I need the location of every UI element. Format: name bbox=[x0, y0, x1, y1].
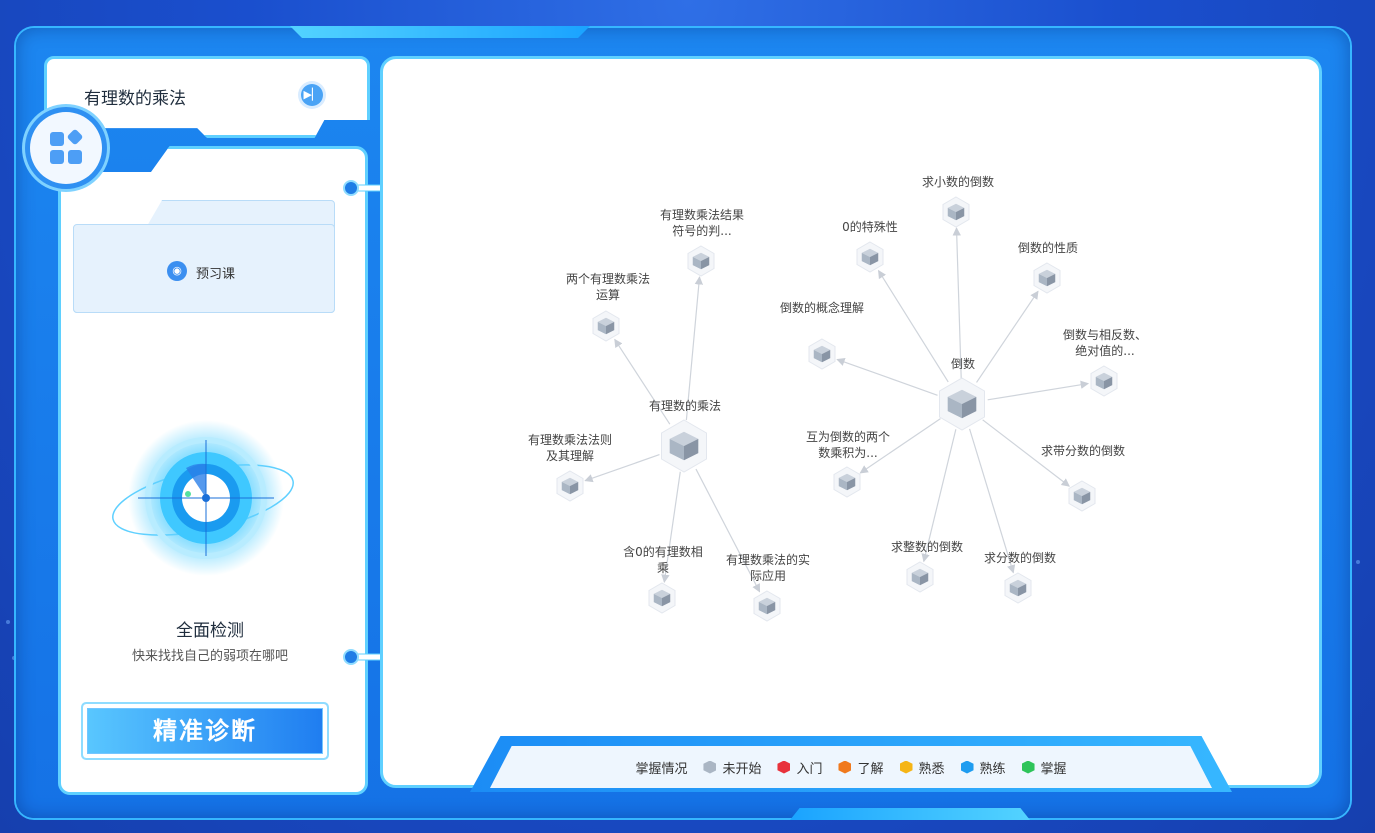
hub-node[interactable] bbox=[939, 377, 985, 431]
knowledge-node[interactable] bbox=[906, 561, 934, 593]
node-label[interactable]: 有理数乘法法则及其理解 bbox=[528, 433, 613, 463]
graph-edge bbox=[877, 269, 949, 383]
node-label[interactable]: 倒数的概念理解 bbox=[780, 301, 865, 315]
frame-top-notch bbox=[290, 26, 590, 38]
legend-item-not-started: 未开始 bbox=[703, 758, 761, 777]
knowledge-node[interactable] bbox=[1004, 572, 1032, 604]
knowledge-node[interactable] bbox=[1033, 262, 1061, 294]
knowledge-node[interactable] bbox=[856, 241, 884, 273]
node-label[interactable]: 求带分数的倒数 bbox=[1041, 444, 1126, 458]
knowledge-graph bbox=[556, 196, 1118, 622]
cube-icon bbox=[703, 760, 717, 774]
node-label[interactable]: 求小数的倒数 bbox=[921, 175, 994, 189]
legend-item-familiar: 熟悉 bbox=[899, 758, 945, 777]
knowledge-node[interactable] bbox=[942, 196, 970, 228]
cube-icon bbox=[838, 760, 852, 774]
graph-edge bbox=[976, 290, 1039, 383]
lesson-title: 有理数的乘法 bbox=[84, 89, 186, 109]
node-label[interactable]: 0的特殊性 bbox=[842, 220, 898, 234]
node-label[interactable]: 有理数乘法结果符号的判... bbox=[660, 208, 745, 238]
frame-bottom-notch bbox=[790, 808, 1030, 820]
knowledge-node[interactable] bbox=[808, 338, 836, 370]
preview-eye-icon: ◉ bbox=[167, 261, 187, 281]
node-label[interactable]: 有理数乘法的实际应用 bbox=[726, 553, 811, 583]
knowledge-node[interactable] bbox=[592, 310, 620, 342]
cube-icon bbox=[899, 760, 913, 774]
cube-icon bbox=[960, 760, 974, 774]
node-label[interactable]: 求整数的倒数 bbox=[890, 540, 963, 554]
knowledge-node[interactable] bbox=[833, 466, 861, 498]
node-label[interactable]: 倒数与相反数、绝对值的... bbox=[1063, 328, 1148, 358]
node-label[interactable]: 求分数的倒数 bbox=[983, 551, 1056, 565]
knowledge-node[interactable] bbox=[1090, 365, 1118, 397]
apps-icon[interactable] bbox=[30, 112, 102, 184]
preview-lesson-label[interactable]: 预习课 bbox=[196, 267, 236, 282]
hub-node[interactable] bbox=[661, 419, 707, 473]
cube-icon bbox=[1021, 760, 1035, 774]
radar-scan-icon bbox=[112, 420, 294, 576]
graph-edge bbox=[987, 380, 1090, 401]
node-label[interactable]: 两个有理数乘法运算 bbox=[566, 272, 651, 302]
graph-edge bbox=[968, 428, 1016, 574]
node-label[interactable]: 倒数的性质 bbox=[1017, 241, 1078, 255]
knowledge-node[interactable] bbox=[687, 245, 715, 277]
graph-edge bbox=[661, 471, 681, 583]
skip-play-icon[interactable]: ▶▏ bbox=[301, 84, 323, 106]
hub-label-reciprocal: 倒数 bbox=[950, 357, 975, 371]
knowledge-node[interactable] bbox=[753, 590, 781, 622]
full-scan-title: 全面检测 bbox=[176, 621, 244, 641]
knowledge-map-panel bbox=[380, 56, 1322, 788]
legend-item-mastered: 掌握 bbox=[1021, 758, 1067, 777]
knowledge-node[interactable] bbox=[1068, 480, 1096, 512]
graph-edge bbox=[982, 419, 1070, 487]
node-label[interactable]: 互为倒数的两个数乘积为... bbox=[806, 430, 891, 460]
precise-diagnosis-button[interactable]: 精准诊断 bbox=[81, 702, 329, 760]
full-scan-subtitle: 快来找找自己的弱项在哪吧 bbox=[131, 649, 288, 664]
legend-item-beginner: 入门 bbox=[777, 758, 822, 777]
node-label[interactable]: 含0的有理数相乘 bbox=[623, 545, 703, 575]
graph-edge bbox=[584, 454, 660, 483]
graph-edge bbox=[695, 468, 761, 593]
cube-icon bbox=[777, 760, 791, 774]
preview-lesson-card-body[interactable] bbox=[73, 224, 335, 313]
mastery-legend: 掌握情况 未开始 入门 了解 熟悉 熟练 掌握 bbox=[490, 746, 1212, 788]
hub-label-multiplication: 有理数的乘法 bbox=[648, 399, 721, 413]
legend-item-proficient: 熟练 bbox=[960, 758, 1006, 777]
graph-edge bbox=[685, 276, 704, 421]
legend-title: 掌握情况 bbox=[635, 761, 688, 777]
graph-edge bbox=[859, 418, 941, 474]
knowledge-node[interactable] bbox=[556, 470, 584, 502]
knowledge-node[interactable] bbox=[648, 582, 676, 614]
graph-edge bbox=[836, 357, 938, 396]
graph-edge bbox=[921, 429, 957, 563]
graph-edge bbox=[952, 227, 962, 379]
legend-item-understand: 了解 bbox=[838, 758, 884, 777]
graph-edge bbox=[614, 338, 671, 425]
